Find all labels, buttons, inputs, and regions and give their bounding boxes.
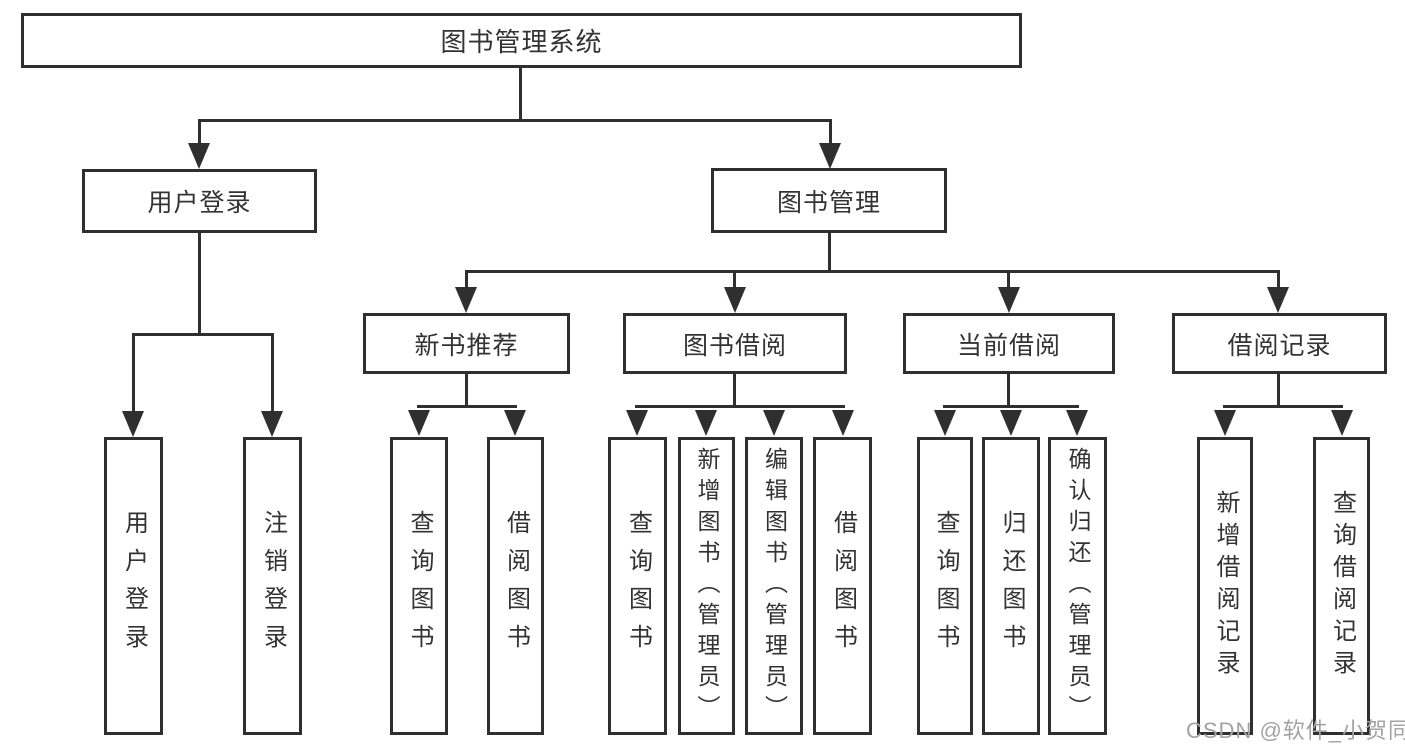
- connector-line: [465, 270, 468, 290]
- connector-line: [943, 405, 1079, 408]
- arrow-down-icon: [1267, 287, 1289, 313]
- leaf-query-borrow-record: 查询借阅记录: [1313, 437, 1370, 735]
- connector-line: [1007, 270, 1010, 290]
- leaf-add-book-admin: 新增图书（管理员）: [678, 437, 735, 735]
- leaf-query-book-current: 查询图书: [917, 437, 973, 735]
- node-user-login: 用户登录: [82, 169, 317, 233]
- arrow-down-icon: [998, 287, 1020, 313]
- arrow-down-icon: [1000, 410, 1022, 436]
- leaf-query-book-borrow: 查询图书: [608, 437, 667, 735]
- arrow-down-icon: [695, 410, 717, 436]
- connector-line: [465, 374, 468, 408]
- node-book-borrow: 图书借阅: [623, 313, 847, 374]
- connector-line: [417, 405, 517, 408]
- connector-line: [132, 333, 274, 336]
- connector-line: [1223, 405, 1343, 408]
- connector-line: [1277, 270, 1280, 290]
- connector-line: [198, 119, 201, 147]
- leaf-return-book: 归还图书: [982, 437, 1040, 735]
- arrow-down-icon: [626, 410, 648, 436]
- node-library-system: 图书管理系统: [21, 13, 1022, 68]
- leaf-query-book-recommend: 查询图书: [390, 437, 448, 735]
- leaf-borrow-book: 借阅图书: [813, 437, 872, 735]
- arrow-down-icon: [1331, 410, 1353, 436]
- leaf-edit-book-admin: 编辑图书（管理员）: [745, 437, 803, 735]
- leaf-add-borrow-record: 新增借阅记录: [1197, 437, 1253, 735]
- arrow-down-icon: [1066, 410, 1088, 436]
- connector-line: [828, 233, 831, 273]
- leaf-user-login: 用户登录: [104, 437, 163, 735]
- arrow-down-icon: [261, 411, 283, 437]
- arrow-down-icon: [763, 410, 785, 436]
- node-current-borrow: 当前借阅: [903, 313, 1115, 374]
- arrow-down-icon: [188, 143, 210, 169]
- arrow-down-icon: [832, 410, 854, 436]
- arrow-down-icon: [724, 287, 746, 313]
- connector-line: [198, 233, 201, 336]
- connector-line: [829, 119, 832, 147]
- arrow-down-icon: [934, 410, 956, 436]
- arrow-down-icon: [1214, 410, 1236, 436]
- connector-line: [198, 119, 832, 122]
- node-book-management: 图书管理: [711, 168, 947, 233]
- arrow-down-icon: [819, 143, 841, 169]
- arrow-down-icon: [504, 410, 526, 436]
- arrow-down-icon: [408, 410, 430, 436]
- connector-line: [635, 405, 845, 408]
- leaf-borrow-book-recommend: 借阅图书: [487, 437, 544, 735]
- arrow-down-icon: [455, 287, 477, 313]
- connector-line: [733, 270, 736, 290]
- leaf-logout: 注销登录: [243, 437, 302, 735]
- connector-line: [519, 66, 522, 121]
- connector-line: [465, 270, 1280, 273]
- arrow-down-icon: [122, 411, 144, 437]
- connector-line: [1277, 374, 1280, 408]
- node-new-book-recommend: 新书推荐: [363, 313, 570, 374]
- watermark: CSDN @软件_小贺同学: [1186, 718, 1405, 743]
- connector-line: [271, 333, 274, 413]
- connector-line: [733, 374, 736, 408]
- connector-line: [1007, 374, 1010, 408]
- node-borrow-records: 借阅记录: [1172, 313, 1387, 374]
- connector-line: [132, 333, 135, 413]
- leaf-confirm-return-admin: 确认归还（管理员）: [1048, 437, 1107, 735]
